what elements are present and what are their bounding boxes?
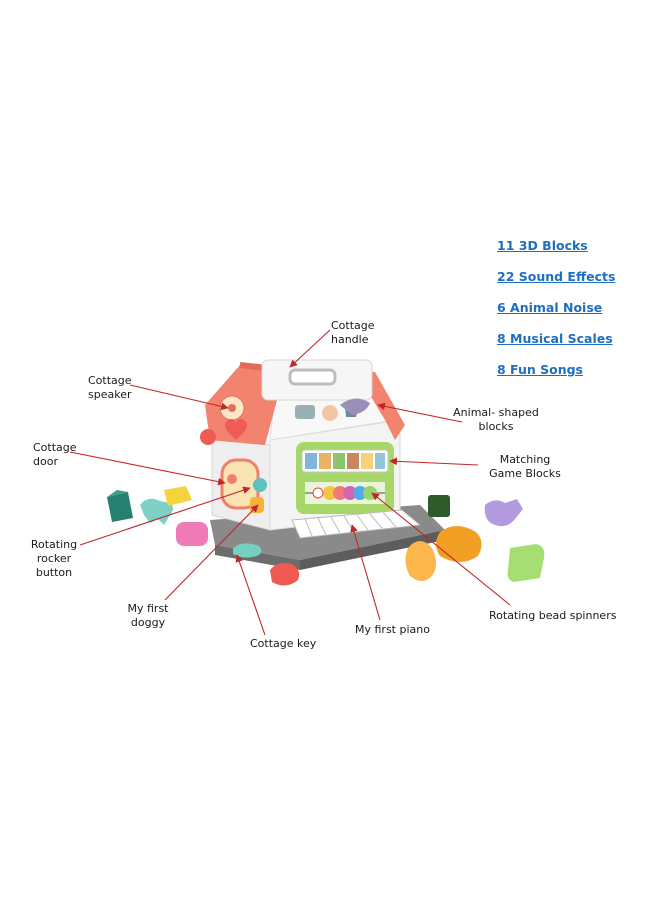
block-darkgreen [428, 495, 450, 517]
block-dog [140, 498, 173, 525]
animal-block-roof [340, 398, 370, 415]
label-cottage-door: Cottage door [33, 441, 77, 468]
arrow-matching [389, 457, 479, 466]
block-red [270, 562, 300, 586]
block-key [233, 543, 262, 558]
label-rotating-bead-spinners: Rotating bead spinners [489, 609, 617, 622]
feature-item[interactable]: 22 Sound Effects [497, 269, 616, 284]
arrow-door [69, 451, 226, 486]
arrow-speaker [129, 384, 229, 411]
bead [323, 486, 337, 500]
arrow-spinners [371, 492, 511, 606]
block-purple-cat [484, 499, 523, 527]
arrow-handle [289, 329, 331, 368]
block-orange-bear [405, 541, 436, 581]
callout-arrows [69, 329, 511, 636]
block-yellow [164, 486, 192, 506]
block-orange-bone [436, 526, 482, 562]
label-rotating-rocker: Rotating rocker button [30, 538, 78, 579]
label-matching-game-blocks: Matching Game Blocks [489, 453, 561, 480]
block-pink [176, 522, 208, 546]
label-my-first-piano: My first piano [355, 623, 430, 636]
feature-item[interactable]: 11 3D Blocks [497, 238, 588, 253]
block-teal-triangle [107, 492, 133, 522]
feature-item[interactable]: 8 Fun Songs [497, 362, 583, 377]
arrow-key [235, 554, 266, 636]
label-my-first-doggy: My first doggy [127, 602, 169, 629]
arrow-doggy [164, 504, 259, 601]
toy-house [200, 359, 445, 570]
label-cottage-key: Cottage key [250, 637, 317, 650]
label-cottage-handle: Cottage handle [331, 319, 375, 346]
arrow-rocker [79, 486, 251, 546]
feature-list: 11 3D Blocks 22 Sound Effects 6 Animal N… [497, 238, 615, 393]
label-animal-shaped-blocks: Animal- shaped blocks [453, 406, 539, 433]
feature-item[interactable]: 8 Musical Scales [497, 331, 613, 346]
arrow-piano [350, 524, 381, 621]
block-lime-heart [507, 544, 545, 582]
feature-item[interactable]: 6 Animal Noise [497, 300, 603, 315]
loose-blocks [107, 486, 545, 586]
arrow-animal [377, 402, 463, 423]
label-cottage-speaker: Cottage speaker [88, 374, 132, 401]
